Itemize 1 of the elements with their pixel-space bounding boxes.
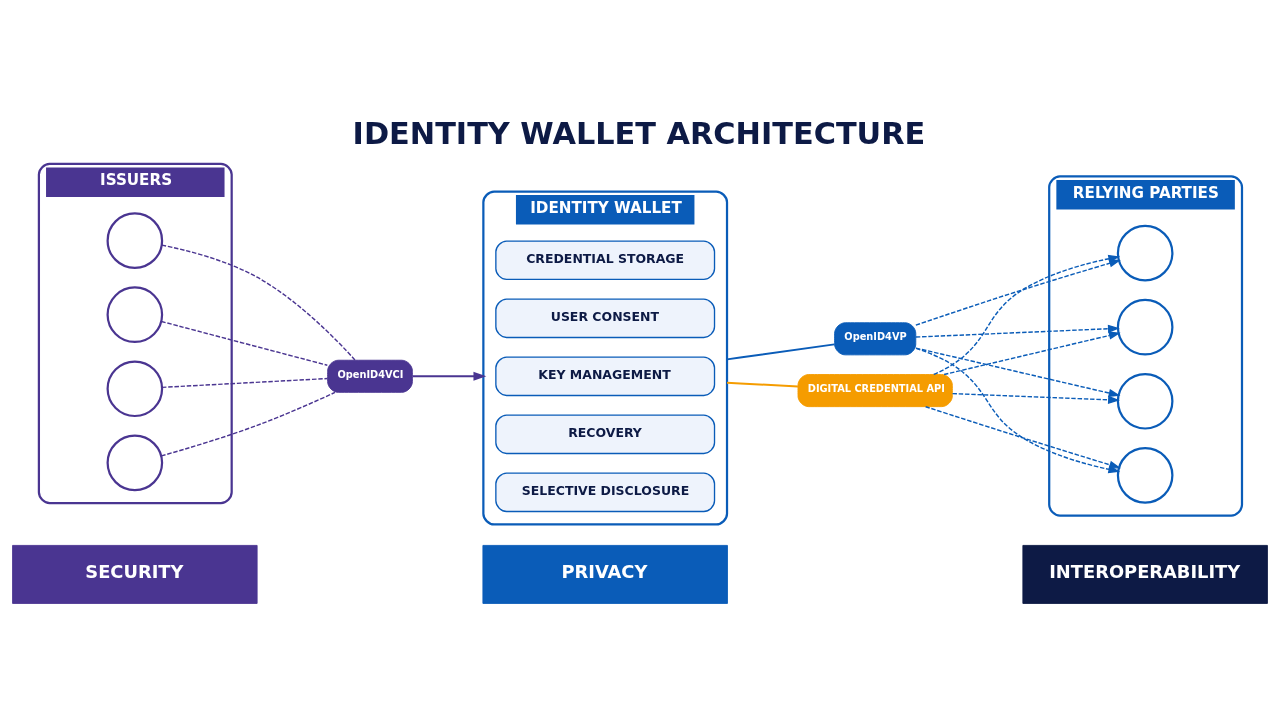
diagram-title: IDENTITY WALLET ARCHITECTURE <box>352 115 926 151</box>
